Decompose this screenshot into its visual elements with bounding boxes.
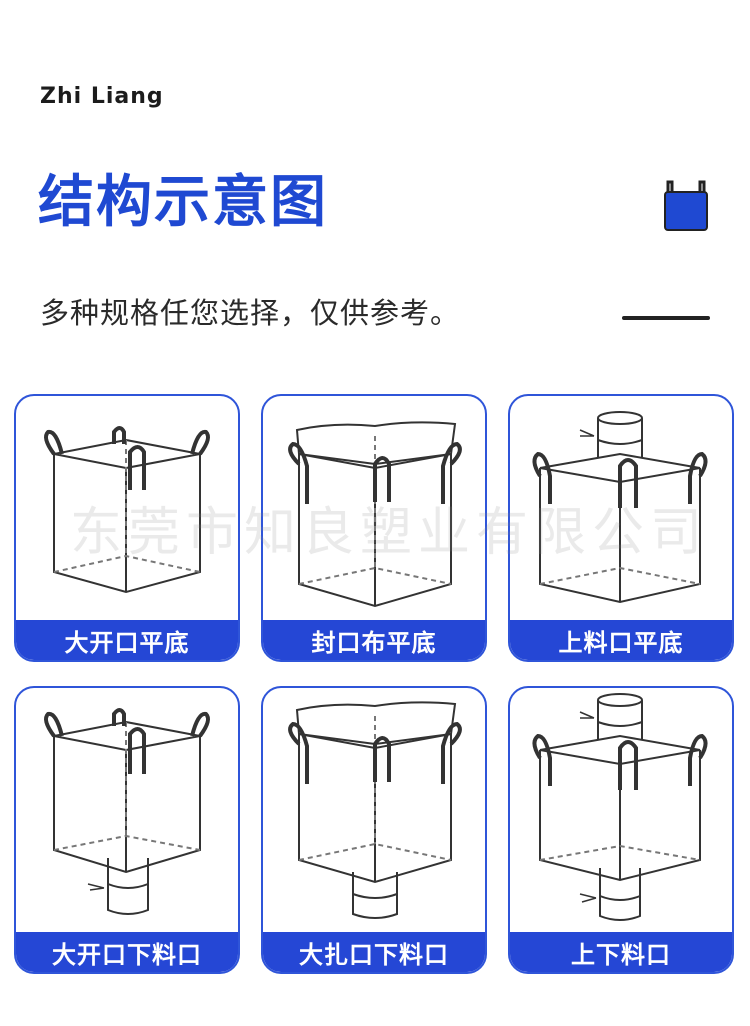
- duffle-top-flat-bottom-bag-icon: [288, 421, 462, 608]
- duffle-top-spout-bottom-bag-icon: [288, 701, 462, 919]
- bag-card-open-top-spout[interactable]: 大开口下料口: [14, 686, 240, 974]
- spout-top-spout-bottom-bag-icon: [532, 693, 708, 921]
- spout-top-flat-bottom-bag-icon: [532, 411, 708, 604]
- bag-card-spout-top-flat[interactable]: 上料口平底: [508, 394, 734, 662]
- open-top-spout-bottom-bag-icon: [44, 708, 210, 915]
- page-title: 结构示意图: [38, 170, 328, 235]
- subtitle: 多种规格任您选择，仅供参考。: [40, 296, 461, 330]
- brand-name: Zhi Liang: [40, 84, 164, 109]
- ton-bag-icon: [664, 180, 708, 231]
- open-top-flat-bottom-bag-icon: [44, 426, 210, 594]
- bag-card-spout-top-spout-bottom[interactable]: 上下料口: [508, 686, 734, 974]
- bag-card-open-top-flat[interactable]: 大开口平底: [14, 394, 240, 662]
- card-label: 大开口下料口: [16, 932, 238, 972]
- card-label: 上下料口: [510, 932, 732, 972]
- card-label: 大开口平底: [16, 620, 238, 660]
- divider-line: [622, 316, 710, 320]
- bag-card-duffle-top-spout[interactable]: 大扎口下料口: [261, 686, 487, 974]
- card-label: 大扎口下料口: [263, 932, 485, 972]
- bag-card-duffle-top-flat[interactable]: 封口布平底: [261, 394, 487, 662]
- card-label: 封口布平底: [263, 620, 485, 660]
- card-label: 上料口平底: [510, 620, 732, 660]
